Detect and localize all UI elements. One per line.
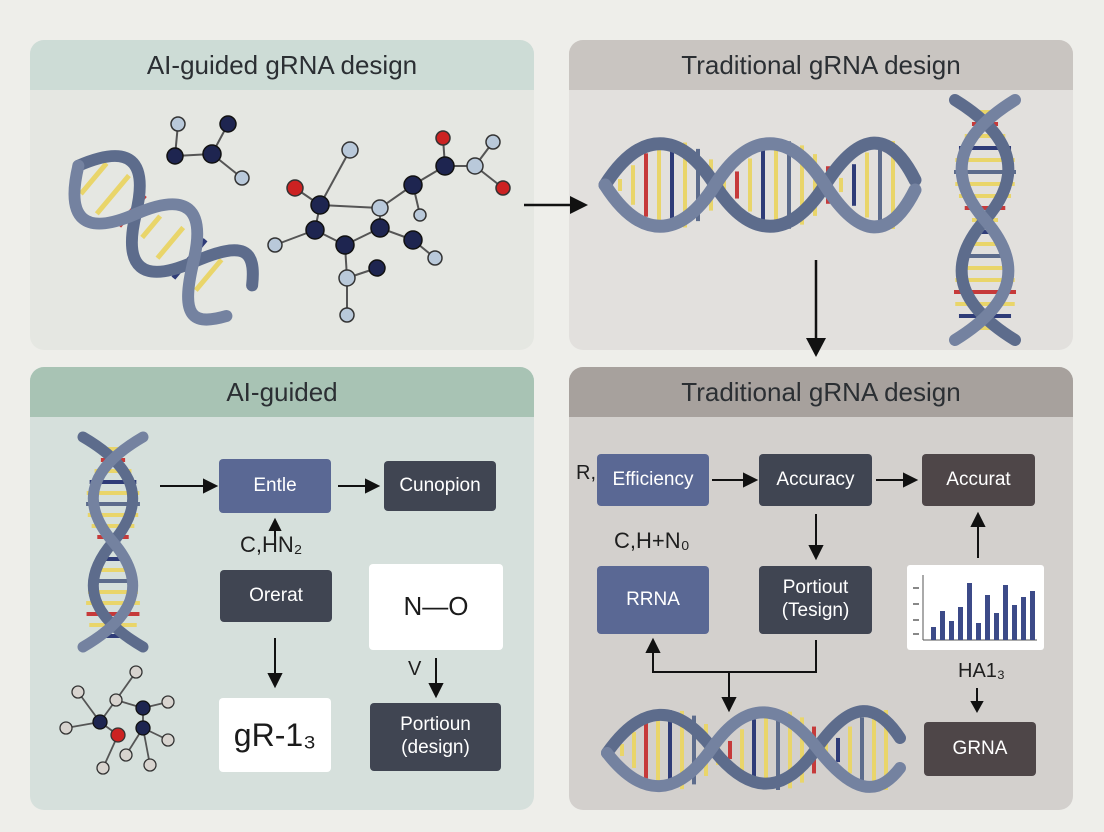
n-o-box[interactable]: N—O <box>369 564 503 650</box>
bar-chart-icon <box>907 565 1044 650</box>
r-label: R, <box>576 462 596 484</box>
gr-label: gR-1₃ <box>233 716 317 753</box>
cunopion-label: Cunopion <box>399 474 481 496</box>
portioun-box[interactable]: Portioun (design) <box>370 703 501 771</box>
accuracy-box[interactable]: Accuracy <box>759 454 872 506</box>
v-label: V <box>408 658 422 680</box>
top-right-panel: Traditional gRNA design <box>569 40 1073 350</box>
bottom-left-title: AI-guided <box>226 376 338 407</box>
top-left-header: AI-guided gRNA design <box>30 40 534 90</box>
arrow-icon <box>524 196 588 214</box>
molecule-icon <box>59 665 175 775</box>
grna-label: GRNA <box>952 737 1008 759</box>
bottom-left-header: AI-guided <box>30 367 534 417</box>
dna-helix-icon <box>601 705 906 793</box>
cunopion-box[interactable]: Cunopion <box>384 461 496 511</box>
dna-helix-icon <box>77 431 149 653</box>
ha-label: HA1₃ <box>958 660 1006 682</box>
portioun-label: Portioun (design) <box>400 714 471 758</box>
efficiency-label: Efficiency <box>612 468 694 490</box>
molecule-icon <box>166 115 250 186</box>
top-right-title: Traditional gRNA design <box>681 49 961 80</box>
dna-helix-icon <box>68 150 259 326</box>
rrna-box[interactable]: RRNA <box>597 566 709 634</box>
portiout-label: Portiout (Tesign) <box>781 577 850 621</box>
top-right-header: Traditional gRNA design <box>569 40 1073 90</box>
accurat-label: Accurat <box>946 468 1011 490</box>
dna-helix-icon <box>949 94 1021 346</box>
formula-label: C,H+N₀ <box>614 528 690 553</box>
orerat-label: Orerat <box>249 584 303 606</box>
gr-box[interactable]: gR-1₃ <box>219 698 331 772</box>
entle-label: Entle <box>253 474 297 496</box>
top-left-title: AI-guided gRNA design <box>146 49 418 80</box>
bottom-right-header: Traditional gRNA design <box>569 367 1073 417</box>
accurat-box[interactable]: Accurat <box>922 454 1035 506</box>
grna-box[interactable]: GRNA <box>924 722 1036 776</box>
rrna-label: RRNA <box>626 588 680 610</box>
formula-label: C,HN₂ <box>240 532 303 557</box>
bottom-right-title: Traditional gRNA design <box>681 376 961 407</box>
molecule-icon <box>267 130 511 323</box>
orerat-box[interactable]: Orerat <box>220 570 332 622</box>
dna-helix-icon <box>598 136 922 234</box>
n-o-label: N—O <box>403 591 469 622</box>
arrow-icon <box>806 260 826 357</box>
efficiency-box[interactable]: Efficiency <box>597 454 709 506</box>
accuracy-label: Accuracy <box>776 468 855 490</box>
entle-box[interactable]: Entle <box>219 459 331 513</box>
portiout-box[interactable]: Portiout (Tesign) <box>759 566 872 634</box>
